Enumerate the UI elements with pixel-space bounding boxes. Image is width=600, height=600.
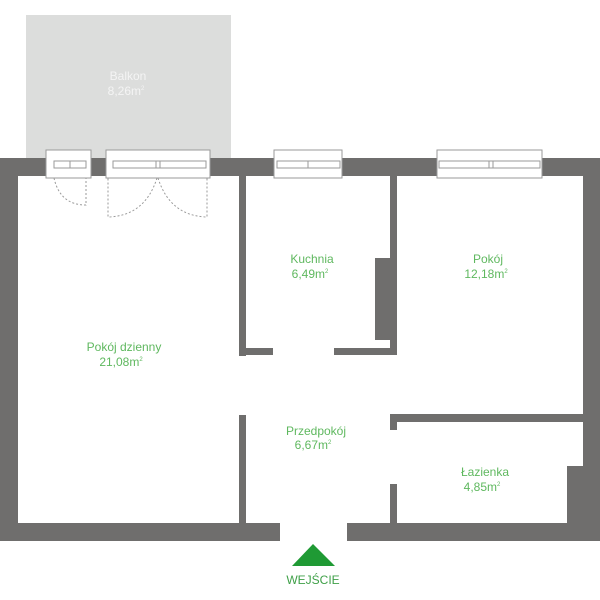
room-area-hall: 6,67m2 xyxy=(295,438,332,452)
room-name-living: Pokój dzienny xyxy=(87,340,162,354)
room-area-living: 21,08m2 xyxy=(99,355,143,369)
walls xyxy=(0,158,600,541)
room-area-kitchen: 6,49m2 xyxy=(292,267,329,281)
room-name-hall: Przedpokój xyxy=(286,424,346,438)
room-window xyxy=(436,149,543,179)
room-name-balkon: Balkon xyxy=(110,69,147,83)
balcony-area xyxy=(26,15,231,160)
room-name-bathroom: Łazienka xyxy=(461,465,509,479)
entrance-arrow-icon xyxy=(292,544,335,566)
room-area-balkon: 8,26m2 xyxy=(108,84,145,98)
kitchen-window xyxy=(273,149,343,179)
entrance-label: WEJŚCIE xyxy=(286,572,339,587)
door-swings xyxy=(53,177,208,218)
balcony-door-small xyxy=(45,149,92,179)
room-area-pokoj: 12,18m2 xyxy=(464,267,508,281)
room-area-bathroom: 4,85m2 xyxy=(464,480,501,494)
room-name-kitchen: Kuchnia xyxy=(290,252,334,266)
balcony-door-double xyxy=(105,149,211,179)
room-name-pokoj: Pokój xyxy=(473,252,503,266)
